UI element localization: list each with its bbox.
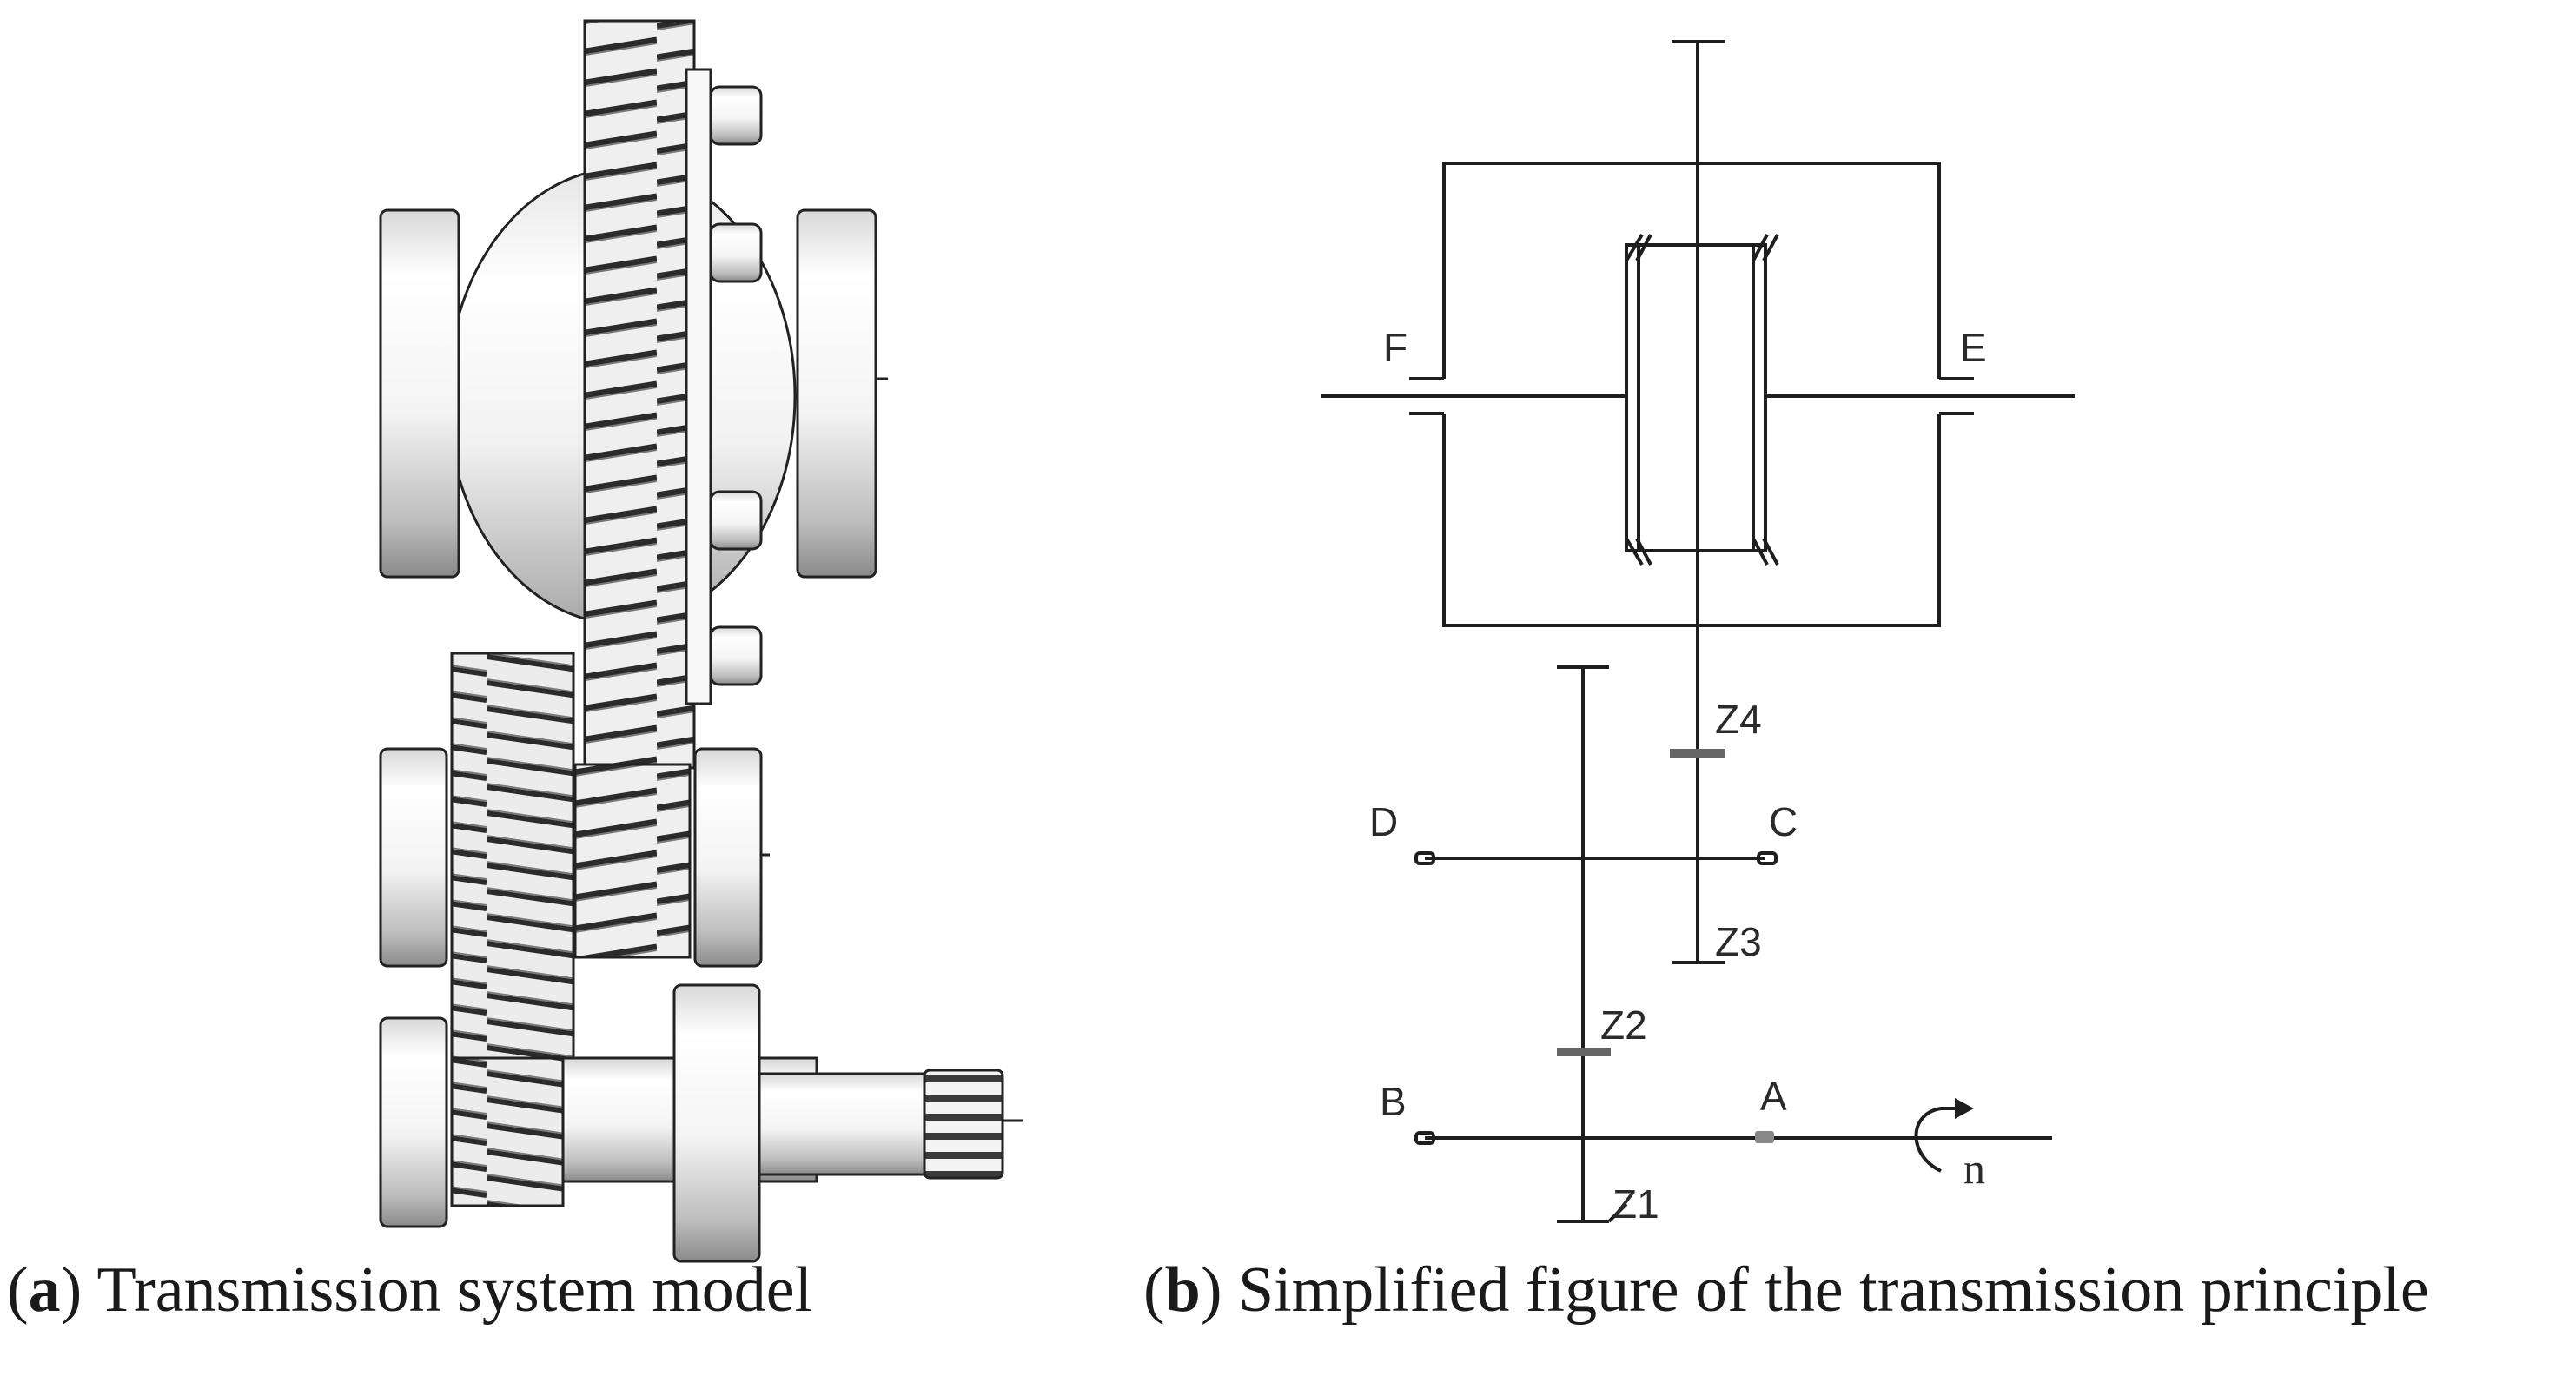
helical-gear-small <box>573 763 692 959</box>
label-z1: Z1 <box>1612 1181 1659 1227</box>
caption-panel-a: (a) Transmission system model <box>7 1254 813 1326</box>
rotation-arrow <box>1914 1107 1969 1173</box>
label-d: D <box>1369 799 1398 844</box>
shaft-extension <box>758 1072 926 1176</box>
gear-z2-mark <box>1557 1048 1611 1056</box>
caption-text-a: Transmission system model <box>96 1254 813 1326</box>
helical-pinion <box>450 1056 565 1207</box>
caption-text-b: Simplified figure of the transmission pr… <box>1237 1254 2429 1326</box>
label-e: E <box>1960 325 1987 370</box>
caption-letter-a: a <box>28 1254 61 1326</box>
transmission-model-drawing <box>379 19 1023 1263</box>
label-n: n <box>1963 1144 1985 1193</box>
caption-panel-b: (b) Simplified figure of the transmissio… <box>1143 1254 2429 1326</box>
bearing-disc <box>672 983 761 1263</box>
label-b: B <box>1380 1079 1407 1124</box>
label-z2: Z2 <box>1600 1002 1647 1048</box>
gear-z4-mark <box>1670 749 1725 758</box>
label-z3: Z3 <box>1715 919 1762 964</box>
spline-end <box>923 1069 1004 1180</box>
label-c: C <box>1769 799 1798 844</box>
transmission-schematic <box>1321 40 2075 1223</box>
helical-gear-large <box>583 19 696 770</box>
bolt-head <box>709 222 763 283</box>
helical-gear-intermediate <box>450 652 575 1062</box>
bolt-head <box>709 85 763 146</box>
schematic-labels: F E D C B A Z4 Z3 Z2 Z1 n <box>1369 325 1987 1227</box>
label-f: F <box>1383 325 1407 370</box>
caption-letter-b: b <box>1164 1254 1201 1326</box>
bearing-disc <box>796 208 877 579</box>
bolt-head <box>709 625 763 686</box>
bearing-disc <box>379 1016 448 1228</box>
bearing-disc <box>379 747 448 968</box>
differential-case <box>1442 162 1941 627</box>
bearing-disc <box>379 208 460 579</box>
label-z4: Z4 <box>1715 697 1762 742</box>
label-a: A <box>1760 1074 1787 1119</box>
bolt-head <box>709 490 763 551</box>
bearing-disc <box>693 747 763 968</box>
